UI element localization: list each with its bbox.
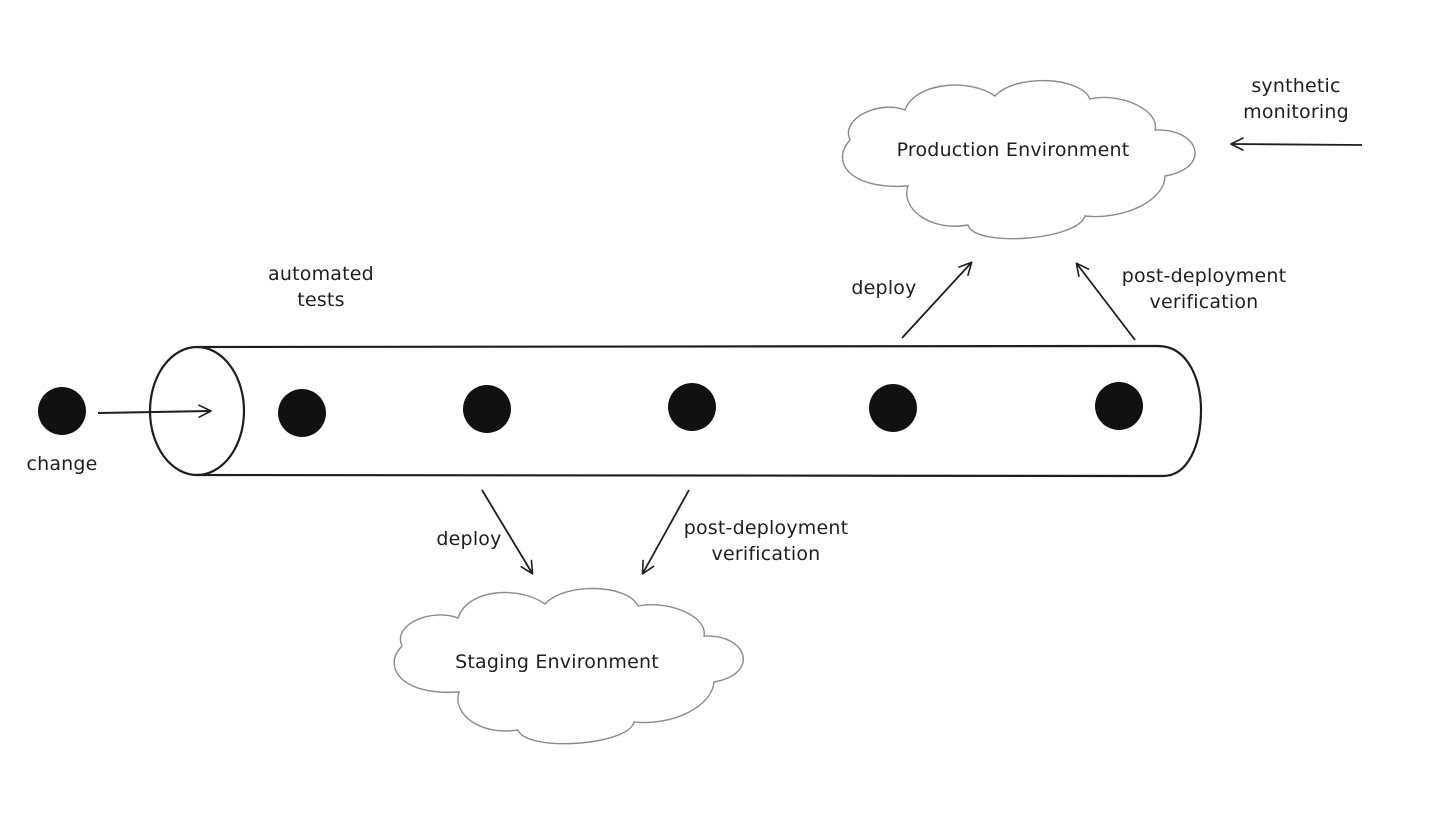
- staging-deploy-label: deploy: [436, 528, 502, 550]
- production-verification-label: post-deployment verification: [1121, 265, 1287, 313]
- staging-verification-arrow: [641, 489, 690, 575]
- pipeline-token: [668, 383, 716, 431]
- production-environment-label: Production Environment: [896, 139, 1130, 161]
- tube-bottom-edge: [195, 473, 1165, 478]
- automated-tests-label: automated tests: [268, 263, 374, 311]
- tube-top-edge: [195, 344, 1160, 349]
- staging-environment-label: Staging Environment: [455, 651, 659, 673]
- pipeline-tube: [148, 344, 1203, 478]
- synthetic-monitoring-label: synthetic monitoring: [1243, 75, 1349, 123]
- pipeline-token: [463, 385, 511, 433]
- change-arrow: [97, 404, 212, 418]
- tube-entry-opening: [148, 345, 246, 477]
- staging-verification-label: post-deployment verification: [683, 517, 849, 565]
- production-deploy-arrow: [901, 261, 973, 339]
- production-cloud: [841, 79, 1196, 240]
- change-token: [38, 387, 86, 435]
- change-label: change: [26, 453, 98, 475]
- tube-end-cap: [1156, 344, 1203, 478]
- production-deploy-label: deploy: [851, 277, 917, 299]
- synthetic-monitoring-arrow: [1230, 137, 1363, 151]
- staging-deploy-arrow: [481, 489, 534, 575]
- production-verification-arrow: [1075, 262, 1136, 341]
- pipeline-token: [869, 384, 917, 432]
- pipeline-token: [278, 389, 326, 437]
- pipeline-token: [1095, 382, 1143, 430]
- staging-cloud: [393, 587, 744, 745]
